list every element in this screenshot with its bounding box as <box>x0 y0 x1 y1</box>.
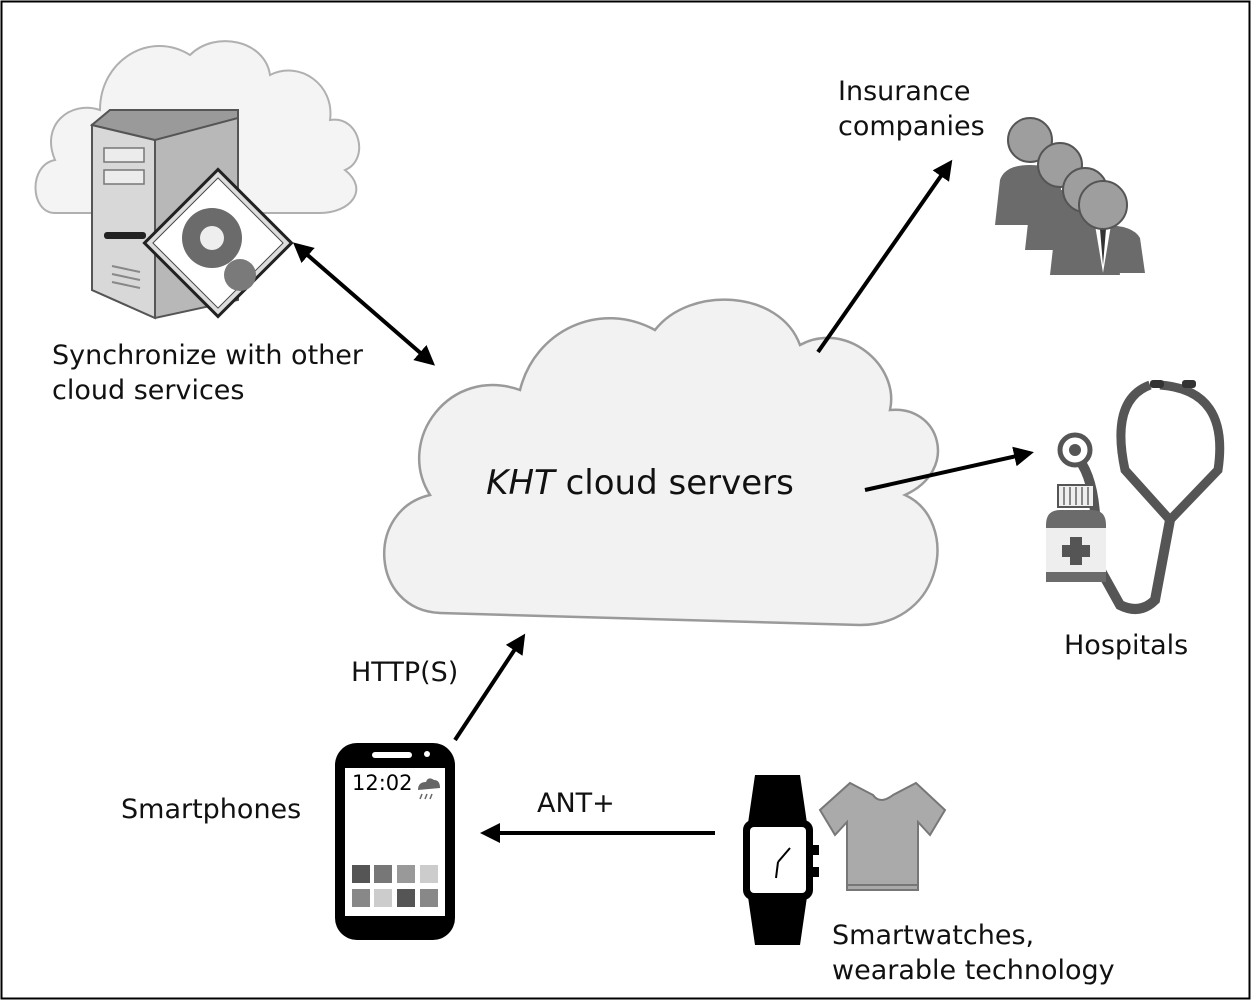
wearables-label-line2: wearable technology <box>832 955 1115 986</box>
insurance-label: Insurance companies <box>838 74 985 144</box>
http-arrow <box>453 633 526 742</box>
http-label: HTTP(S) <box>351 657 459 688</box>
insurance-label-line1: Insurance <box>838 76 971 107</box>
wearables-label: Smartwatches, wearable technology <box>832 918 1115 988</box>
stethoscope-medicine-icon <box>1046 380 1225 614</box>
hospitals-label: Hospitals <box>1064 630 1189 661</box>
ant-label: ANT+ <box>537 788 615 819</box>
insurance-arrow <box>816 159 953 354</box>
wearables-label-line1: Smartwatches, <box>832 920 1035 951</box>
app-grid <box>352 865 438 907</box>
smartphone-icon <box>335 743 455 940</box>
phone-clock: 12:02 <box>352 771 413 795</box>
sync-label: Synchronize with other cloud services <box>52 338 363 408</box>
tshirt-icon <box>818 781 947 891</box>
sync-label-line2: cloud services <box>52 375 245 406</box>
cloud-servers-text: cloud servers <box>554 463 794 503</box>
smartphones-label: Smartphones <box>121 794 302 825</box>
sync-arrow <box>292 242 436 366</box>
kht-keyword: KHT <box>486 463 555 503</box>
kht-cloud <box>383 298 940 627</box>
insurance-label-line2: companies <box>838 111 985 142</box>
weather-icon <box>418 778 440 800</box>
sync-label-line1: Synchronize with other <box>52 340 363 371</box>
smartwatch-icon <box>743 775 819 945</box>
hospital-arrow <box>864 446 1034 492</box>
cloud-servers-label: KHT cloud servers <box>430 462 850 504</box>
business-people-icon <box>995 117 1145 275</box>
cloud-server-icon <box>89 109 294 320</box>
